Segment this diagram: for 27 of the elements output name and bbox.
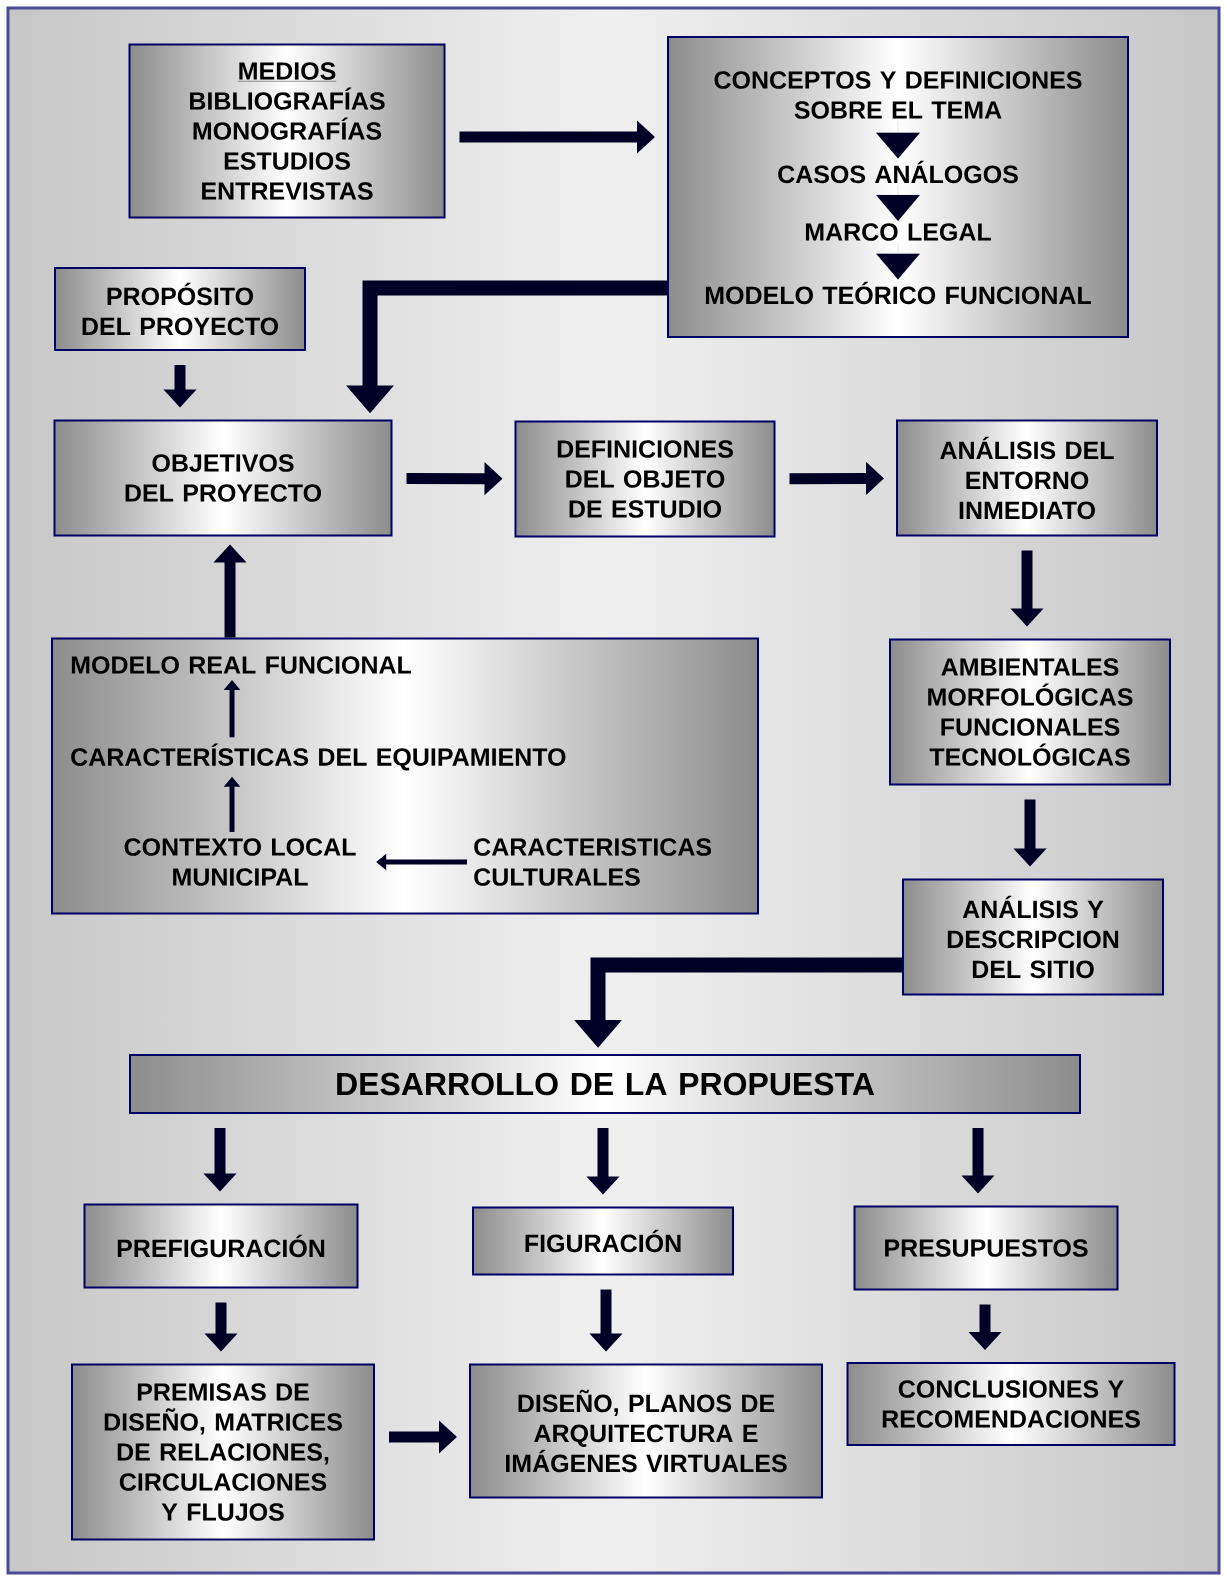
- process-box: DEFINICIONES DEL OBJETO DE ESTUDIO: [514, 420, 776, 538]
- process-box: DESARROLLO DE LA PROPUESTA: [129, 1054, 1081, 1114]
- process-box: PREFIGURACIÓN: [83, 1203, 359, 1289]
- step-label: MARCO LEGAL: [805, 223, 991, 241]
- group-box: [51, 637, 759, 915]
- triangle-arrow: [876, 121, 920, 159]
- process-box: ANÁLISIS DEL ENTORNO INMEDIATO: [896, 419, 1158, 537]
- process-box: OBJETIVOS DEL PROYECTO: [53, 419, 393, 537]
- step-label: MODELO TEÓRICO FUNCIONAL: [705, 281, 1091, 305]
- step-label: CASOS ANÁLOGOS: [778, 160, 1018, 184]
- process-box: ANÁLISIS Y DESCRIPCION DEL SITIO: [902, 878, 1164, 996]
- step-label: MODELO REAL FUNCIONAL: [71, 656, 412, 674]
- step-label: CARACTERÍSTICAS DEL EQUIPAMIENTO: [71, 743, 566, 771]
- triangle-arrow: [876, 243, 920, 280]
- group-box: [667, 36, 1129, 338]
- process-box: PREMISAS DE DISEÑO, MATRICES DE RELACIONES, CIRCULACIONES Y FLUJOS: [71, 1363, 375, 1541]
- process-box: AMBIENTALES MORFOLÓGICAS FUNCIONALES TECNOLÓGICAS: [889, 638, 1171, 786]
- triangle-arrow: [876, 185, 920, 221]
- process-box: PRESUPUESTOS: [853, 1205, 1119, 1291]
- process-box: CONCLUSIONES Y RECOMENDACIONES: [846, 1362, 1176, 1446]
- step-label: CONTEXTO LOCAL MUNICIPAL: [124, 838, 356, 886]
- process-box: PROPÓSITO DEL PROYECTO: [54, 267, 306, 351]
- process-box: DISEÑO, PLANOS DE ARQUITECTURA E IMÁGENES VIRTUALES: [469, 1363, 823, 1499]
- process-box: MEDIOS BIBLIOGRAFÍAS MONOGRAFÍAS ESTUDIOS ENTREVISTAS: [128, 43, 446, 219]
- process-box: FIGURACIÓN: [472, 1206, 734, 1276]
- step-label: CARACTERISTICAS CULTURALES: [474, 838, 712, 886]
- step-label: CONCEPTOS Y DEFINICIONES SOBRE EL TEMA: [714, 71, 1082, 119]
